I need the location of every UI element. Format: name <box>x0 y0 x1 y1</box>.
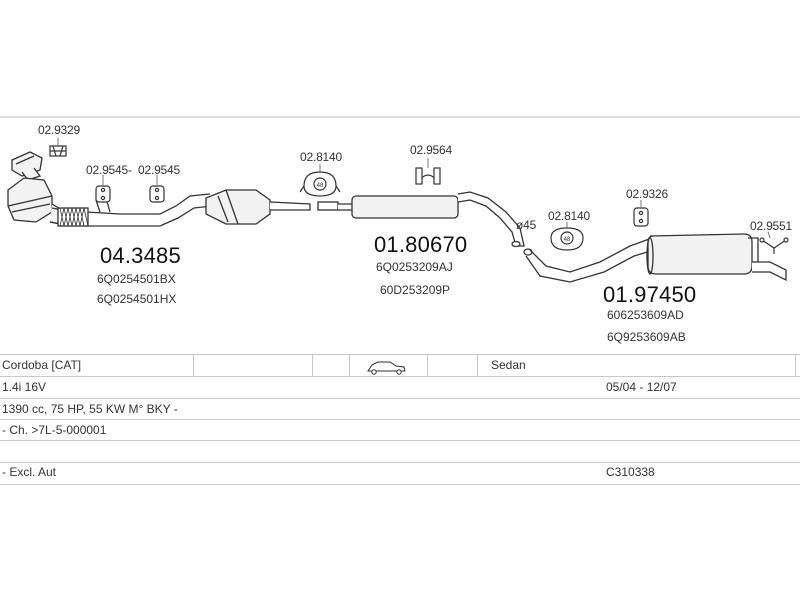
mid-pipe-inlet <box>317 201 357 211</box>
rear-part-code: 01.97450 <box>603 282 697 307</box>
body-type: Sedan <box>491 358 526 372</box>
catalog-number: C310338 <box>606 465 655 479</box>
middle-oem-number: 60D253209P <box>380 283 451 297</box>
part-number-label: 02.9545- <box>86 163 132 177</box>
catalytic-converter-part <box>205 189 311 225</box>
front-catalyst-part <box>7 151 63 225</box>
table-cell-divider <box>795 354 796 376</box>
table-cell-divider <box>477 354 478 376</box>
rear-oem-number: 6Q9253609AB <box>607 330 686 344</box>
part-number-label: 02.8140 <box>548 209 590 223</box>
part-number-label: 02.8140 <box>300 150 342 164</box>
hanger-part-icon <box>759 237 789 254</box>
part-number-label: 02.9329 <box>38 123 80 137</box>
table-cell-divider <box>349 354 350 376</box>
svg-text:48: 48 <box>564 237 571 243</box>
table-divider <box>0 484 800 485</box>
gasket-part-icon: 48 <box>299 171 341 197</box>
table-divider <box>0 419 800 420</box>
rear-pipe-part <box>523 237 655 283</box>
front-oem-number: 6Q0254501BX <box>97 272 176 286</box>
chassis-range: - Ch. >7L-5-000001 <box>2 423 107 437</box>
part-number-label: 02.9545 <box>138 163 180 177</box>
table-cell-divider <box>427 354 428 376</box>
part-number-label: 02.9564 <box>410 143 452 157</box>
table-divider <box>0 398 800 399</box>
rear-silencer-part <box>646 233 787 282</box>
rubber-hanger-icon <box>149 185 165 203</box>
middle-part-code: 01.80670 <box>374 232 468 257</box>
clamp-part-icon <box>49 145 67 157</box>
production-years: 05/04 - 12/07 <box>606 380 677 394</box>
middle-oem-number: 6Q0253209AJ <box>376 260 453 274</box>
table-divider <box>0 354 800 355</box>
front-part-code: 04.3485 <box>100 243 181 268</box>
table-cell-divider <box>193 354 194 376</box>
engine-specs: 1390 cc, 75 HP, 55 KW M° BKY - <box>2 402 178 416</box>
part-number-label: 02.9551 <box>750 219 792 233</box>
exclusion-note: - Excl. Aut <box>2 465 57 479</box>
front-oem-number: 6Q0254501HX <box>97 292 177 306</box>
vehicle-model: Cordoba [CAT] <box>2 358 82 372</box>
table-divider <box>0 376 800 377</box>
table-cell-divider <box>312 354 313 376</box>
middle-silencer-part <box>351 191 525 248</box>
table-divider <box>0 462 800 463</box>
engine-type: 1.4i 16V <box>2 380 47 394</box>
table-divider <box>0 440 800 441</box>
car-sedan-icon <box>367 361 406 375</box>
hanger-part-icon <box>415 167 441 185</box>
gasket-part-icon: 48 <box>550 227 584 251</box>
rubber-hanger-icon <box>633 207 649 227</box>
front-pipe-part <box>49 193 213 227</box>
pipe-diameter-label: ø45 <box>516 218 537 232</box>
svg-text:48: 48 <box>317 183 324 189</box>
rear-oem-number: 606253609AD <box>607 308 684 322</box>
part-number-label: 02.9326 <box>626 187 668 201</box>
rubber-hanger-icon <box>95 185 111 203</box>
